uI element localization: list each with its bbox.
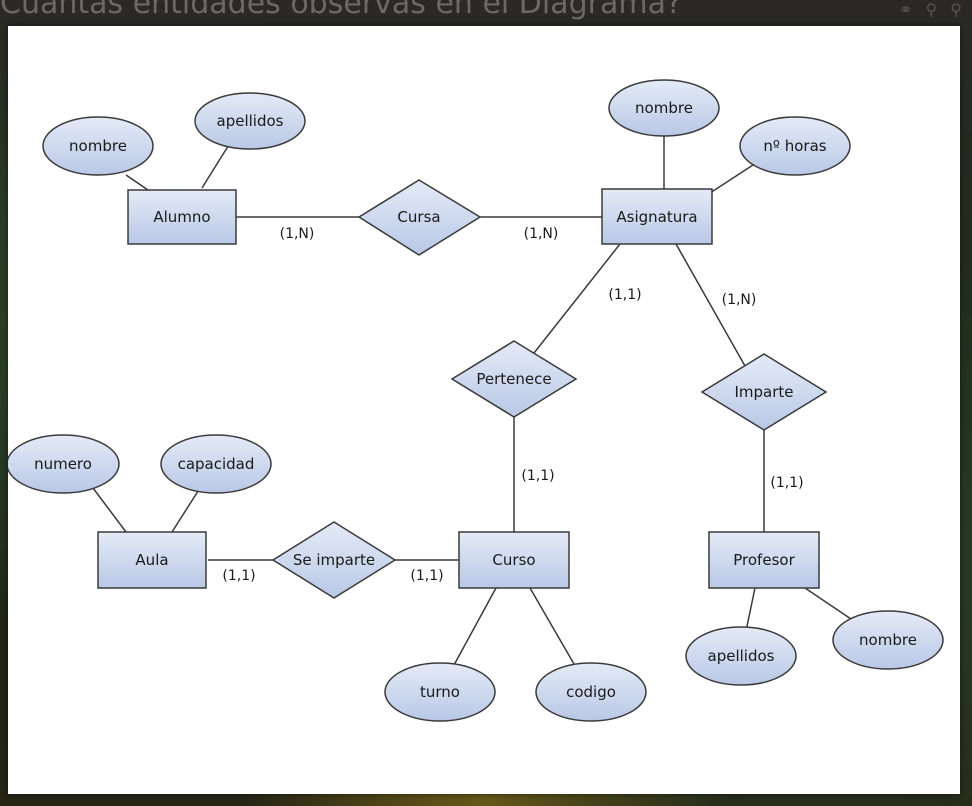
relationship-imparte-label: Imparte — [734, 383, 793, 401]
relationship-cursa[interactable]: Cursa — [357, 179, 482, 256]
attribute-profesor-apellidos[interactable]: apellidos — [685, 626, 797, 686]
cardinality-aula-seimparte: (1,1) — [222, 568, 255, 584]
entity-asignatura[interactable]: Asignatura — [601, 188, 713, 245]
line-curso-turno — [453, 587, 497, 666]
er-diagram: Alumno Asignatura Aula Curso Profesor Cu… — [6, 79, 944, 722]
attribute-curso-codigo-label: codigo — [566, 683, 616, 701]
attribute-alumno-nombre-label: nombre — [69, 137, 127, 155]
entity-aula[interactable]: Aula — [97, 531, 207, 589]
line-profesor-nombre — [804, 587, 855, 622]
attribute-asignatura-nombre[interactable]: nombre — [608, 79, 720, 137]
entity-curso[interactable]: Curso — [458, 531, 570, 589]
attribute-alumno-nombre[interactable]: nombre — [42, 116, 154, 176]
cardinality-alumno-cursa: (1,N) — [280, 226, 315, 242]
relationship-cursa-label: Cursa — [397, 208, 440, 226]
line-aula-numero — [89, 483, 127, 533]
entity-alumno[interactable]: Alumno — [127, 189, 237, 245]
relationship-pertenece[interactable]: Pertenece — [450, 340, 578, 418]
line-asignatura-horas — [709, 164, 754, 194]
entity-profesor-label: Profesor — [733, 551, 795, 569]
line-asignatura-pertenece — [533, 243, 621, 354]
entity-asignatura-label: Asignatura — [616, 208, 697, 226]
attribute-aula-numero-label: numero — [34, 455, 92, 473]
attribute-curso-turno-label: turno — [420, 683, 460, 701]
attribute-curso-turno[interactable]: turno — [384, 662, 496, 722]
attribute-profesor-nombre[interactable]: nombre — [832, 610, 944, 670]
attribute-aula-numero[interactable]: numero — [6, 434, 120, 494]
cardinality-imparte-profesor: (1,1) — [770, 475, 803, 491]
attribute-profesor-apellidos-label: apellidos — [708, 647, 775, 665]
line-asignatura-imparte — [675, 243, 746, 367]
attribute-asignatura-nombre-label: nombre — [635, 99, 693, 117]
entity-profesor[interactable]: Profesor — [708, 531, 820, 589]
cardinality-pertenece-curso: (1,1) — [521, 468, 554, 484]
line-aula-capacidad — [171, 487, 201, 533]
relationship-imparte[interactable]: Imparte — [700, 353, 828, 431]
attribute-asignatura-horas-label: nº horas — [763, 137, 826, 155]
entity-alumno-label: Alumno — [153, 208, 210, 226]
cardinality-seimparte-curso: (1,1) — [410, 568, 443, 584]
line-alumno-apellidos — [201, 142, 231, 189]
cardinality-asignatura-pertenece: (1,1) — [608, 287, 641, 303]
attribute-profesor-nombre-label: nombre — [859, 631, 917, 649]
question-title: Cuantas entidades observas en el Diagram… — [0, 0, 682, 21]
diagram-panel: Alumno Asignatura Aula Curso Profesor Cu… — [6, 26, 960, 794]
attribute-alumno-apellidos-label: apellidos — [217, 112, 284, 130]
relationship-se-imparte-label: Se imparte — [293, 551, 375, 569]
cardinality-cursa-asignatura: (1,N) — [524, 226, 559, 242]
attribute-curso-codigo[interactable]: codigo — [535, 662, 647, 722]
line-alumno-nombre — [125, 174, 149, 191]
attribute-aula-capacidad-label: capacidad — [178, 455, 255, 473]
cardinality-asignatura-imparte: (1,N) — [722, 292, 757, 308]
entity-curso-label: Curso — [492, 551, 535, 569]
attribute-asignatura-horas[interactable]: nº horas — [739, 116, 851, 176]
attribute-alumno-apellidos[interactable]: apellidos — [194, 92, 306, 150]
attribute-aula-capacidad[interactable]: capacidad — [160, 434, 272, 494]
line-curso-codigo — [529, 587, 575, 665]
window-controls-icon: ⚭ ⚲ ⚲ — [898, 0, 966, 19]
entity-aula-label: Aula — [135, 551, 168, 569]
connector-lines — [89, 130, 855, 666]
relationship-pertenece-label: Pertenece — [476, 370, 551, 388]
line-profesor-apellidos — [745, 587, 756, 632]
relationship-se-imparte[interactable]: Se imparte — [271, 521, 397, 599]
